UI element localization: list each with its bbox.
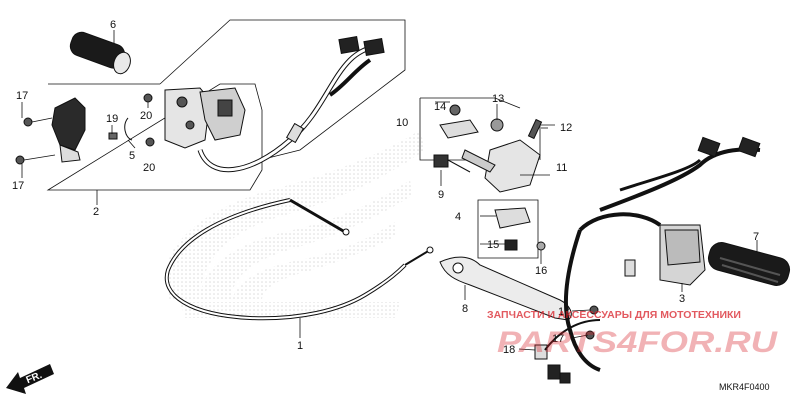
front-direction-indicator: FR. xyxy=(6,364,54,394)
callout-14: 14 xyxy=(434,101,446,113)
clutch-cable xyxy=(164,198,434,338)
watermark: ЗАПЧАСТИ И АКСЕССУАРЫ ДЛЯ МОТОТЕХНИКИ PA… xyxy=(487,309,779,359)
callout-6: 6 xyxy=(110,19,116,31)
switch-subassembly xyxy=(477,199,546,259)
grip-right xyxy=(707,240,791,286)
callout-12: 12 xyxy=(560,122,572,134)
switch-housing-right xyxy=(563,136,761,372)
assembly-box-switch xyxy=(46,83,263,205)
callout-15: 15 xyxy=(487,239,499,251)
callout-17c: 17 xyxy=(558,306,570,318)
callout-3: 3 xyxy=(679,293,685,305)
callout-13: 13 xyxy=(492,93,504,105)
assembly-box-harness xyxy=(159,19,406,161)
clutch-lever xyxy=(439,256,572,321)
front-arrow-icon xyxy=(6,364,54,394)
callout-10: 10 xyxy=(396,117,408,129)
callout-17a: 17 xyxy=(16,90,28,102)
callout-8: 8 xyxy=(462,303,468,315)
watermark-brand: PARTS4FOR.RU xyxy=(497,326,779,359)
lever-holder xyxy=(419,97,555,193)
callout-5: 5 xyxy=(129,150,135,162)
wire-harness-left xyxy=(197,35,385,173)
callout-19: 19 xyxy=(106,113,118,125)
diagram-code: MKR4F0400 xyxy=(719,382,770,392)
callout-7: 7 xyxy=(753,231,759,243)
callout-16: 16 xyxy=(535,265,547,277)
callout-11: 11 xyxy=(556,162,567,174)
callout-9: 9 xyxy=(438,189,444,201)
leader-lines xyxy=(21,101,591,351)
callouts: 1 2 3 4 5 6 7 8 9 10 11 12 13 14 15 16 1… xyxy=(12,19,759,356)
callout-1: 1 xyxy=(297,340,303,352)
callout-20a: 20 xyxy=(140,110,152,122)
callout-20b: 20 xyxy=(143,162,155,174)
callout-17b: 17 xyxy=(12,180,24,192)
fasteners-box xyxy=(15,93,155,165)
grip-left xyxy=(69,30,131,75)
switch-housing xyxy=(51,87,246,163)
callout-17d: 17 xyxy=(552,333,564,345)
callout-4: 4 xyxy=(455,211,461,223)
callout-2: 2 xyxy=(93,206,99,218)
watermark-tagline: ЗАПЧАСТИ И АКСЕССУАРЫ ДЛЯ МОТОТЕХНИКИ xyxy=(487,309,741,321)
callout-18: 18 xyxy=(503,344,515,356)
